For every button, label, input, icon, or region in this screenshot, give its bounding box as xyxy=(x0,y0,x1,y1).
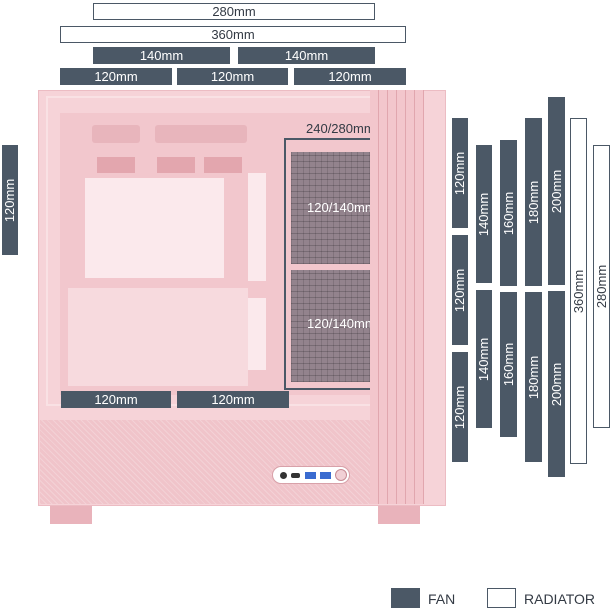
front-fan-200-top: 200mm xyxy=(548,97,565,285)
front-fan-160-top: 160mm xyxy=(500,140,517,286)
front-fan-120-top-label: 120mm xyxy=(452,151,468,195)
front-fan-200-bottom-label: 200mm xyxy=(549,362,565,406)
top-fan-120-right-label: 120mm xyxy=(328,69,372,84)
top-radiator-280-bar: 280mm xyxy=(93,3,375,20)
front-fan-140-top-label: 140mm xyxy=(476,192,492,236)
usb-a-port-2[interactable] xyxy=(320,472,331,479)
rear-fan-label: 120mm xyxy=(2,178,18,222)
top-fan-140-right-label: 140mm xyxy=(284,48,329,63)
front-radiator-280-label: 280mm xyxy=(594,264,610,309)
front-fan-160-bottom-label: 160mm xyxy=(501,342,517,387)
front-fan-120-top: 120mm xyxy=(452,118,468,228)
right-cutout xyxy=(198,178,224,278)
front-panel-slats xyxy=(370,90,424,504)
front-radiator-360: 360mm xyxy=(570,118,587,464)
front-fan-140-top: 140mm xyxy=(476,145,492,283)
top-radiator-360-label: 360mm xyxy=(211,27,255,42)
bottom-fan-right-label: 120mm xyxy=(211,392,255,407)
cable-hole-2 xyxy=(157,157,195,173)
usb-a-port-1[interactable] xyxy=(305,472,316,479)
front-fan-160-top-label: 160mm xyxy=(501,191,517,235)
top-radiator-360-bar: 360mm xyxy=(60,26,406,43)
bottom-fan-left-label: 120mm xyxy=(94,392,138,407)
cable-slot-right-upper xyxy=(248,173,266,281)
legend-fan-swatch xyxy=(391,588,420,608)
cable-hole-3 xyxy=(204,157,242,173)
top-fan-120-middle: 120mm xyxy=(177,68,288,85)
rear-io-plate xyxy=(68,288,248,386)
front-fan-120-bottom: 120mm xyxy=(452,352,468,462)
radiator-bracket-label: 240/280mm xyxy=(306,121,375,136)
front-fan-140-bottom-label: 140mm xyxy=(476,337,492,381)
audio-jack-icon[interactable] xyxy=(280,472,287,479)
bottom-fan-right: 120mm xyxy=(177,391,289,408)
front-radiator-360-label: 360mm xyxy=(571,269,587,313)
bracket-fan-lower-label: 120/140mm xyxy=(307,316,376,331)
top-radiator-280-label: 280mm xyxy=(212,4,256,19)
legend-radiator-label: RADIATOR xyxy=(524,591,596,607)
front-fan-160-bottom: 160mm xyxy=(500,292,517,437)
cpu-cutout xyxy=(120,178,198,278)
top-fan-slot-left xyxy=(92,125,140,143)
cable-slot-right-lower xyxy=(248,298,266,370)
front-fan-180-top-label: 180mm xyxy=(526,180,542,224)
rear-fan-120: 120mm xyxy=(2,145,18,255)
front-io-panel xyxy=(272,466,350,484)
case-foot-left xyxy=(50,506,92,524)
usb-c-port[interactable] xyxy=(291,473,300,478)
bracket-fan-upper-label: 120/140mm xyxy=(307,200,376,215)
front-fan-120-middle-label: 120mm xyxy=(452,268,468,312)
top-fan-140-left-label: 140mm xyxy=(139,48,184,63)
case-foot-right xyxy=(378,506,420,524)
front-fan-180-bottom: 180mm xyxy=(525,292,542,462)
psu-shroud xyxy=(40,420,370,504)
power-button[interactable] xyxy=(335,469,347,481)
front-fan-180-bottom-label: 180mm xyxy=(526,355,542,399)
front-fan-120-middle: 120mm xyxy=(452,235,468,345)
front-fan-140-bottom: 140mm xyxy=(476,290,492,428)
front-fan-200-bottom: 200mm xyxy=(548,291,565,477)
bottom-fan-left: 120mm xyxy=(61,391,171,408)
top-fan-120-middle-label: 120mm xyxy=(210,69,255,84)
front-fan-180-top: 180mm xyxy=(525,118,542,286)
top-fan-140-left: 140mm xyxy=(93,47,230,64)
front-fan-120-bottom-label: 120mm xyxy=(452,385,468,429)
top-fan-slot-right xyxy=(155,125,247,143)
top-fan-120-right: 120mm xyxy=(294,68,406,85)
top-fan-120-left: 120mm xyxy=(60,68,172,85)
cable-hole-1 xyxy=(97,157,135,173)
front-radiator-280: 280mm xyxy=(593,145,610,428)
legend-fan-label: FAN xyxy=(428,591,456,607)
top-fan-120-left-label: 120mm xyxy=(94,69,138,84)
left-cutout xyxy=(85,178,121,278)
legend-radiator-swatch xyxy=(487,588,516,608)
front-fan-200-top-label: 200mm xyxy=(549,169,565,213)
top-fan-140-right: 140mm xyxy=(238,47,375,64)
